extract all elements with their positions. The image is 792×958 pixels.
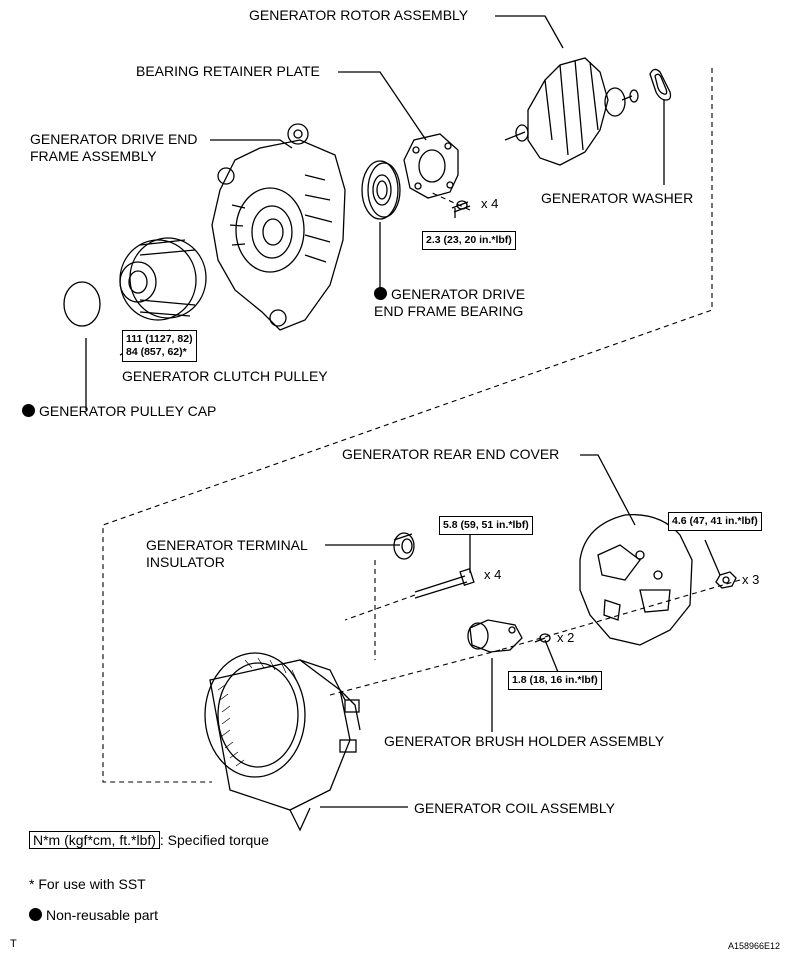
non-reusable-dot-icon: [22, 404, 35, 417]
bearing-label: GENERATOR DRIVE END FRAME BEARING: [374, 286, 549, 320]
retainer-plate-drawing: [403, 133, 459, 199]
drive-end-frame-drawing: [211, 123, 346, 331]
non-reusable-dot-icon: [29, 908, 42, 921]
through-bolt-qty: x 4: [484, 567, 502, 582]
rotor-label: GENERATOR ROTOR ASSEMBLY: [249, 7, 469, 23]
pulley-torque-line2: 84 (857, 62)*: [126, 346, 187, 358]
terminal-insulator-label: GENERATOR TERMINAL INSULATOR: [146, 537, 308, 570]
rear-cover-label: GENERATOR REAR END COVER: [342, 446, 560, 462]
coil-assembly-label: GENERATOR COIL ASSEMBLY: [414, 800, 615, 816]
sst-note: * For use with SST: [29, 876, 146, 892]
terminal-insulator-drawing: [393, 532, 415, 560]
washer-label: GENERATOR WASHER: [541, 190, 694, 206]
bearing-label-text: GENERATOR DRIVE END FRAME BEARING: [374, 286, 526, 319]
brush-holder-label: GENERATOR BRUSH HOLDER ASSEMBLY: [384, 733, 665, 749]
corner-mark: T: [10, 938, 17, 950]
non-reusable-dot-icon: [374, 287, 387, 300]
through-bolt-torque: 5.8 (59, 51 in.*lbf): [439, 516, 533, 535]
drive-end-frame-label: GENERATOR DRIVE END FRAME ASSEMBLY: [30, 131, 198, 164]
retainer-bolt-torque: 2.3 (23, 20 in.*lbf): [422, 231, 516, 250]
torque-desc: : Specified torque: [159, 832, 269, 848]
through-bolt-drawing: [414, 567, 475, 599]
leader-lines: [85, 15, 721, 808]
figure-id: A158966E12: [728, 941, 781, 951]
washer-drawing: [649, 68, 672, 101]
pulley-torque-line1: 111 (1127, 82): [126, 333, 193, 345]
rotor-assembly-drawing: [504, 57, 639, 166]
brush-holder-drawing: [467, 619, 523, 653]
torque-unit-box: N*m (kgf*cm, ft.*lbf): [29, 831, 160, 849]
non-reusable-legend: Non-reusable part: [29, 907, 158, 923]
cover-nut-torque: 4.6 (47, 41 in.*lbf): [668, 512, 762, 531]
brush-screw-qty: x 2: [557, 630, 575, 645]
pulley-cap-drawing: [63, 281, 101, 327]
retainer-plate-label: BEARING RETAINER PLATE: [136, 63, 320, 79]
clutch-pulley-label: GENERATOR CLUTCH PULLEY: [122, 368, 328, 384]
cover-nut-qty: x 3: [742, 572, 760, 587]
brush-screw-drawing: [534, 633, 551, 643]
clutch-pulley-drawing: [119, 237, 207, 321]
retainer-screw-drawing: [451, 200, 471, 213]
rear-cover-drawing: [579, 514, 693, 646]
retainer-bolt-qty: x 4: [481, 196, 499, 211]
non-reusable-text: Non-reusable part: [46, 907, 159, 923]
brush-screw-torque: 1.8 (18, 16 in.*lbf): [508, 671, 602, 690]
pulley-cap-label-text: GENERATOR PULLEY CAP: [39, 403, 217, 419]
bearing-drawing: [361, 160, 401, 220]
pulley-cap-label: GENERATOR PULLEY CAP: [22, 403, 216, 420]
torque-legend: N*m (kgf*cm, ft.*lbf): Specified torque: [29, 831, 269, 849]
pulley-torque: 111 (1127, 82) 84 (857, 62)*: [122, 330, 197, 362]
coil-assembly-drawing: [204, 652, 361, 832]
cover-nut-drawing: [715, 571, 737, 589]
